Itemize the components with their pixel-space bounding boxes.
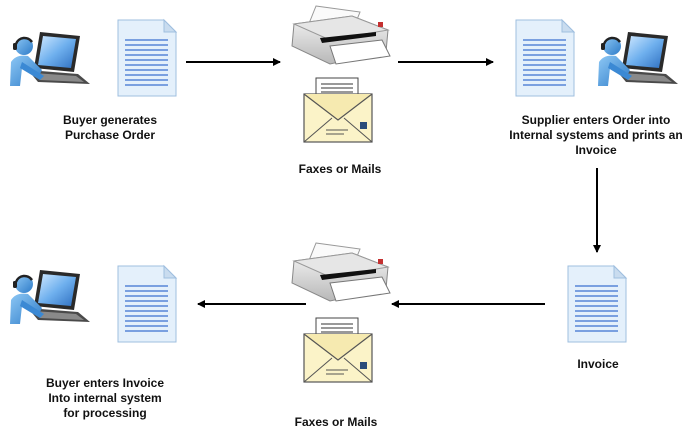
fax-machine-icon	[291, 5, 391, 65]
invoice-document-icon-left	[117, 265, 177, 343]
fax-bottom-label-text: Faxes or Mails	[294, 415, 378, 429]
buyer-invoice-label-line2: Into internal system	[48, 391, 162, 405]
purchase-order-document-icon	[117, 19, 177, 97]
fax-top-label-text: Faxes or Mails	[298, 162, 382, 176]
supplier-document-icon	[515, 19, 575, 97]
buyer-invoice-label-line1: Buyer enters Invoice	[45, 376, 165, 390]
envelope-icon	[303, 77, 373, 143]
supplier-label-line2: Internal systems and prints an	[509, 128, 683, 142]
envelope-icon-bottom	[303, 317, 373, 383]
invoice-document-icon	[567, 265, 627, 343]
fax-bottom-label: Faxes or Mails	[276, 415, 396, 430]
buyer-computer-icon	[8, 30, 92, 88]
supplier-label-line1: Supplier enters Order into	[521, 113, 671, 127]
buyer-invoice-label: Buyer enters Invoice Into internal syste…	[20, 376, 190, 421]
buyer-invoice-label-line3: for processing	[63, 406, 147, 420]
supplier-label: Supplier enters Order into Internal syst…	[498, 113, 694, 158]
supplier-computer-icon	[596, 30, 680, 88]
invoice-label-text: Invoice	[577, 357, 619, 371]
buyer-order-label-line1: Buyer generates	[62, 113, 158, 127]
invoice-label: Invoice	[556, 357, 640, 372]
supplier-label-line3: Invoice	[575, 143, 617, 157]
fax-machine-icon-bottom	[291, 242, 391, 302]
buyer-order-label-line2: Purchase Order	[64, 128, 156, 142]
buyer-computer-icon-bottom	[8, 268, 92, 326]
fax-top-label: Faxes or Mails	[280, 162, 400, 177]
buyer-order-label: Buyer generates Purchase Order	[36, 113, 184, 143]
